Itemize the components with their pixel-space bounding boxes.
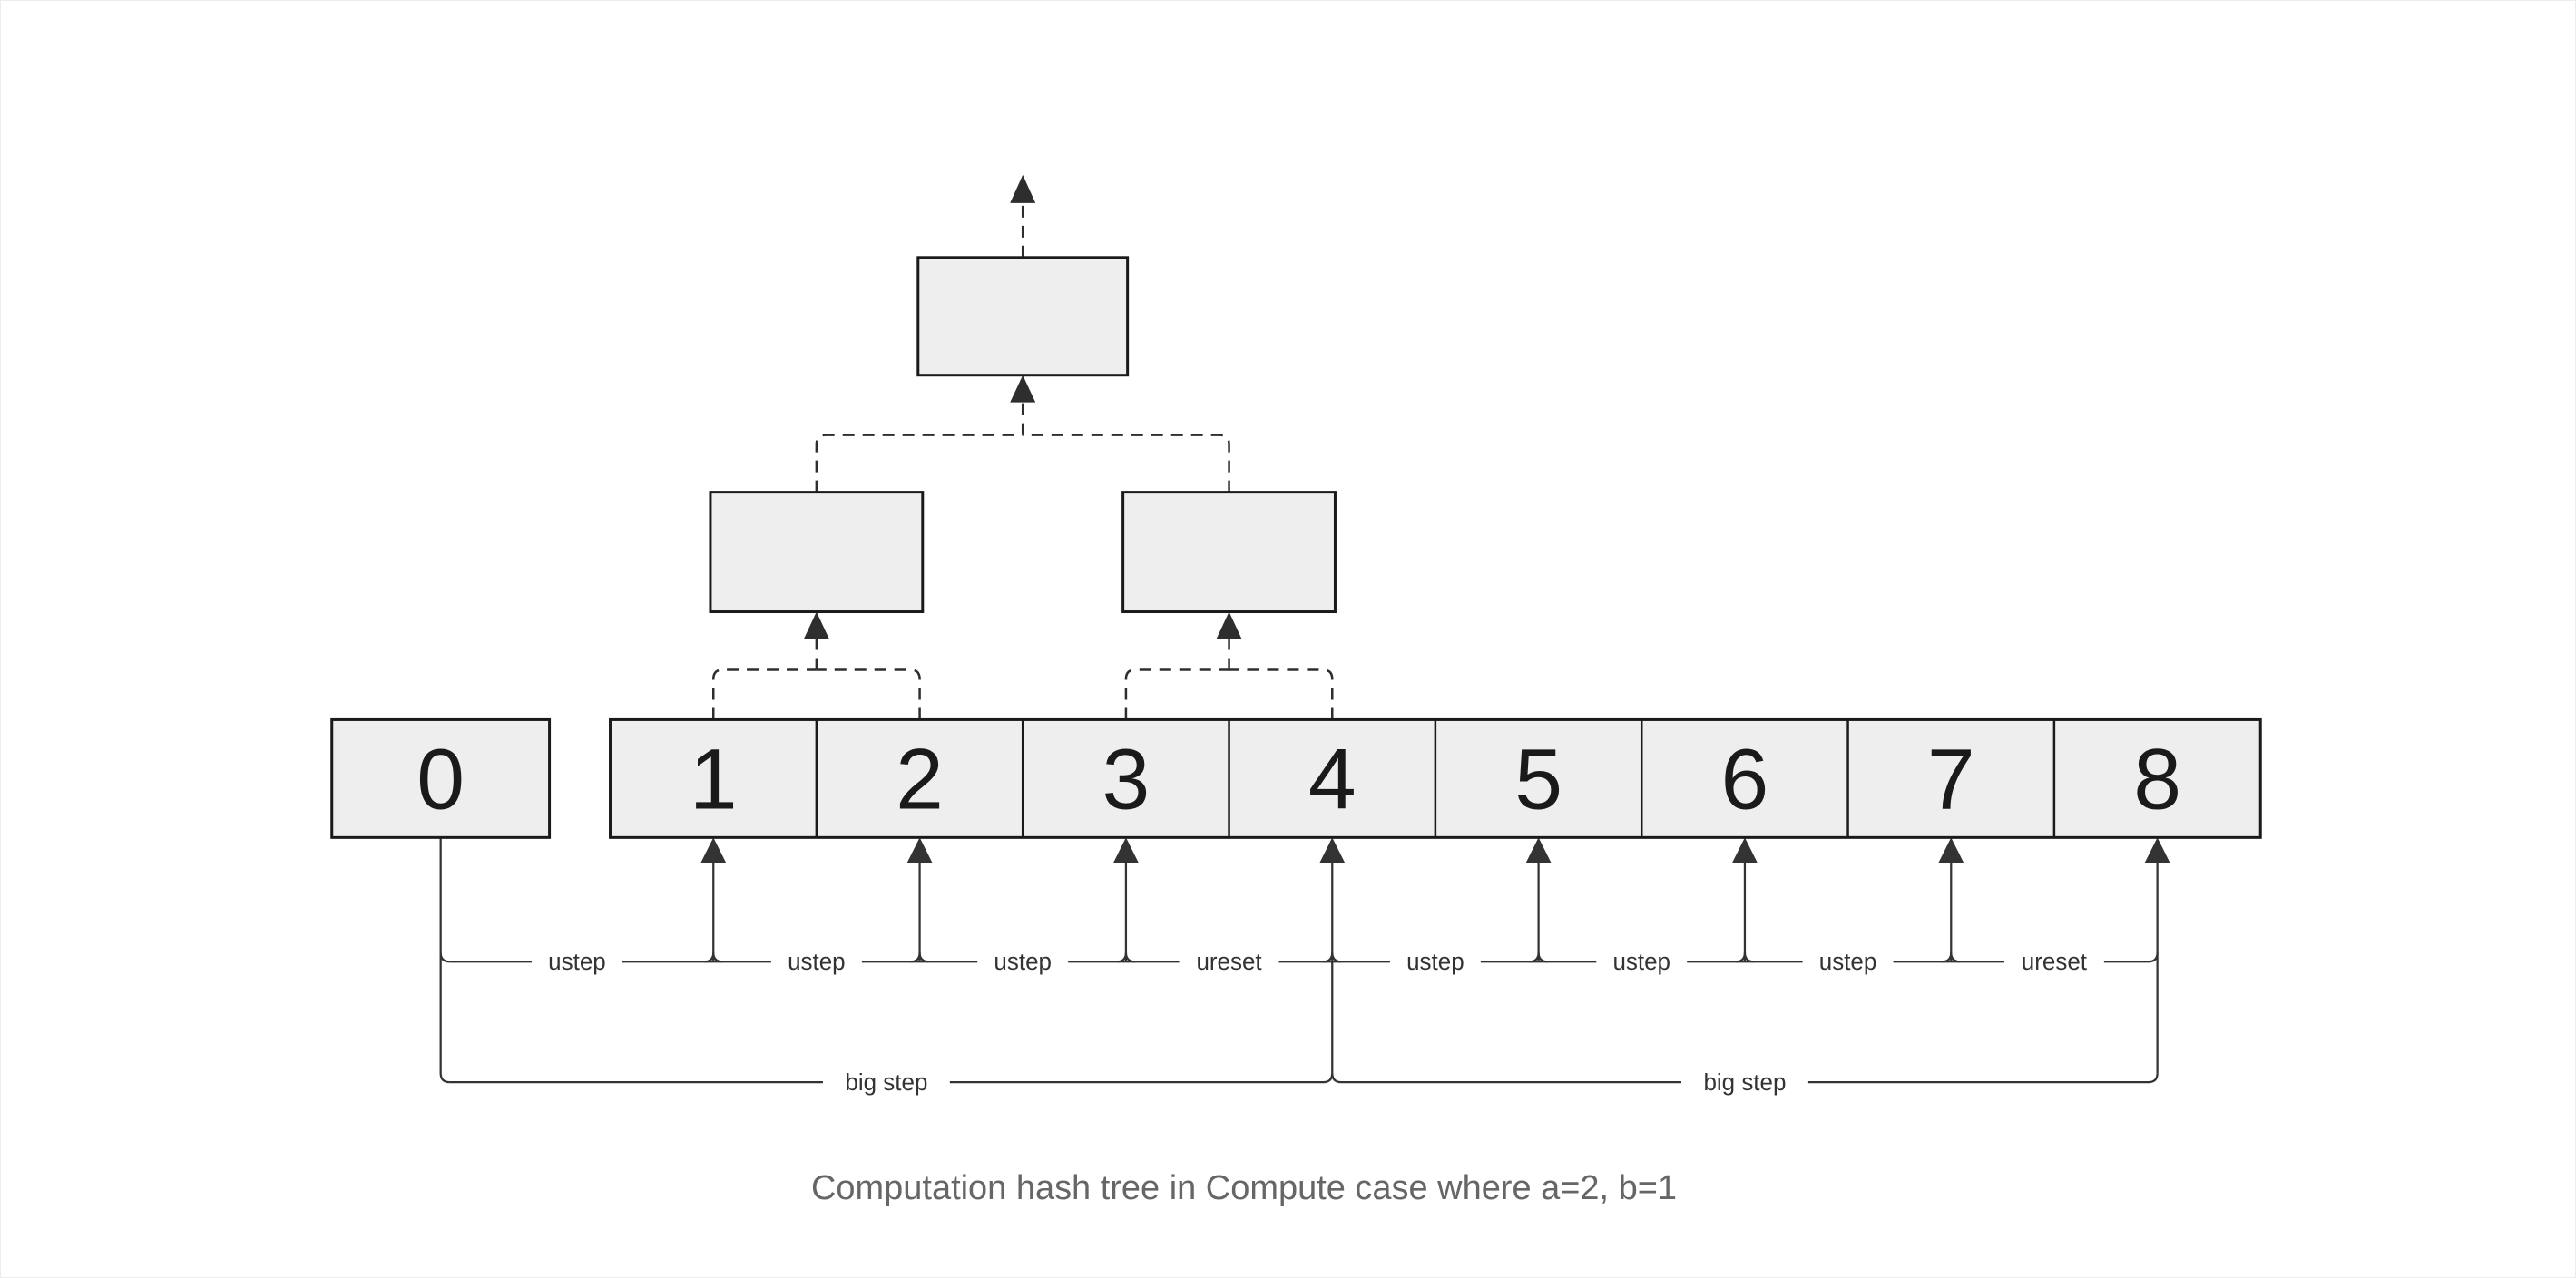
leaf-label-4: 4 <box>1308 731 1357 827</box>
into-leaf-6-arrowhead-icon <box>1731 837 1758 863</box>
into-leaf-3-arrowhead-icon <box>1112 837 1139 863</box>
leaf-label-3: 3 <box>1102 731 1151 827</box>
nodes <box>330 256 2262 839</box>
leaf-0-ustep-fillet <box>439 952 450 963</box>
leaf-label-7: 7 <box>1927 731 1975 827</box>
edge-label-bg <box>770 946 862 978</box>
leaf-arrowheads <box>700 837 2170 863</box>
into-leaf-4-arrowhead-icon <box>1319 837 1346 863</box>
node-parent-right <box>1121 491 1337 614</box>
edge-label-ureset-3-4: ureset <box>1196 948 1262 975</box>
node-parent-left <box>709 491 925 614</box>
edge-label-ustep-0-1: ustep <box>548 948 606 975</box>
right-bracket-from-leaf-3 <box>1124 668 1229 720</box>
edge-label-bg <box>1680 1067 1808 1098</box>
into-leaf-8-arrowhead-icon <box>2144 837 2170 863</box>
edge-label-ustep-1-2: ustep <box>788 948 846 975</box>
edge-label-bg <box>1389 946 1481 978</box>
leaf-label-2: 2 <box>896 731 944 827</box>
left-bracket-from-leaf-2 <box>816 668 921 720</box>
edge-label-ureset-7-8: ureset <box>2022 948 2088 975</box>
leaf-label-1: 1 <box>690 731 738 827</box>
ustep-rail <box>449 952 2159 963</box>
upper-bracket-left <box>815 434 1024 493</box>
edge-label-big-step-0-4: big step <box>845 1068 927 1096</box>
edge-label-bg <box>1179 946 1279 978</box>
leaf-label-5: 5 <box>1514 731 1562 827</box>
into-leaf-2-arrowhead-icon <box>906 837 933 863</box>
right-bracket-from-leaf-4 <box>1229 668 1334 720</box>
ustep-junction-fillets <box>704 952 1961 963</box>
edge-label-ustep-5-6: ustep <box>1612 948 1670 975</box>
edge-label-ustep-4-5: ustep <box>1406 948 1464 975</box>
edge-label-bg <box>1596 946 1688 978</box>
edge-label-ustep-6-7: ustep <box>1819 948 1877 975</box>
dashed-arrowheads <box>803 174 1242 639</box>
left-bracket-from-leaf-1 <box>712 668 817 720</box>
node-root <box>916 256 1130 377</box>
edge-label-big-step-4-8: big step <box>1703 1068 1786 1096</box>
leaf-label-8: 8 <box>2133 731 2181 827</box>
edge-label-bg <box>822 1067 950 1098</box>
leaf-row-dividers <box>815 719 2056 838</box>
edge-label-backgrounds <box>531 946 2104 1098</box>
leaf-label-0: 0 <box>416 731 465 827</box>
edge-label-bg <box>1802 946 1894 978</box>
into-leaf-7-arrowhead-icon <box>1938 837 1964 863</box>
solid-connectors <box>439 837 2159 1084</box>
edge-label-bg <box>977 946 1069 978</box>
leaf-0-drop-line <box>439 837 450 1084</box>
into-root-arrowhead-icon <box>1010 375 1036 403</box>
dashed-connectors <box>712 203 1334 720</box>
leaf-labels: 0 1 2 3 4 5 6 7 8 <box>416 731 2181 827</box>
edge-label-bg <box>2003 946 2104 978</box>
edge-label-ustep-2-3: ustep <box>994 948 1052 975</box>
into-leaf-1-arrowhead-icon <box>700 837 727 863</box>
into-parent-left-arrowhead-icon <box>803 611 829 639</box>
edge-labels: ustep ustep ustep ureset ustep ustep ust… <box>548 948 2088 1096</box>
root-output-arrowhead-icon <box>1010 174 1036 203</box>
diagram-caption: Computation hash tree in Compute case wh… <box>811 1169 1677 1207</box>
leaf-label-6: 6 <box>1721 731 1769 827</box>
into-leaf-5-arrowhead-icon <box>1525 837 1552 863</box>
edge-label-bg <box>531 946 622 978</box>
upper-bracket-right <box>1023 434 1230 493</box>
into-parent-right-arrowhead-icon <box>1216 611 1242 639</box>
leaf-node-0 <box>330 717 552 839</box>
